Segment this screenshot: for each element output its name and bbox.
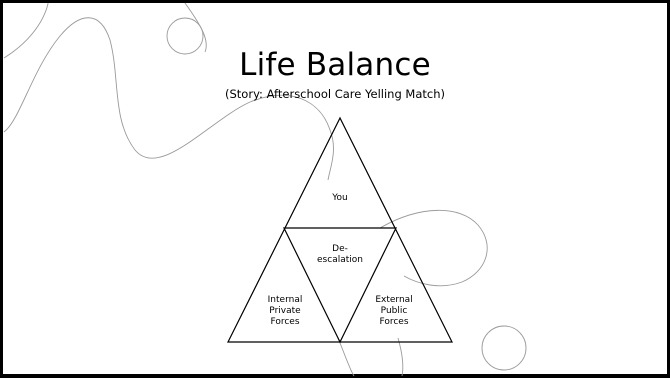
triangle-label-you: You [305,193,375,204]
triangle-label-de-escalation: De- escalation [305,244,375,266]
triangle-label-internal-private-forces: Internal Private Forces [250,295,320,328]
triangle-label-external-public-forces: External Public Forces [359,295,429,328]
